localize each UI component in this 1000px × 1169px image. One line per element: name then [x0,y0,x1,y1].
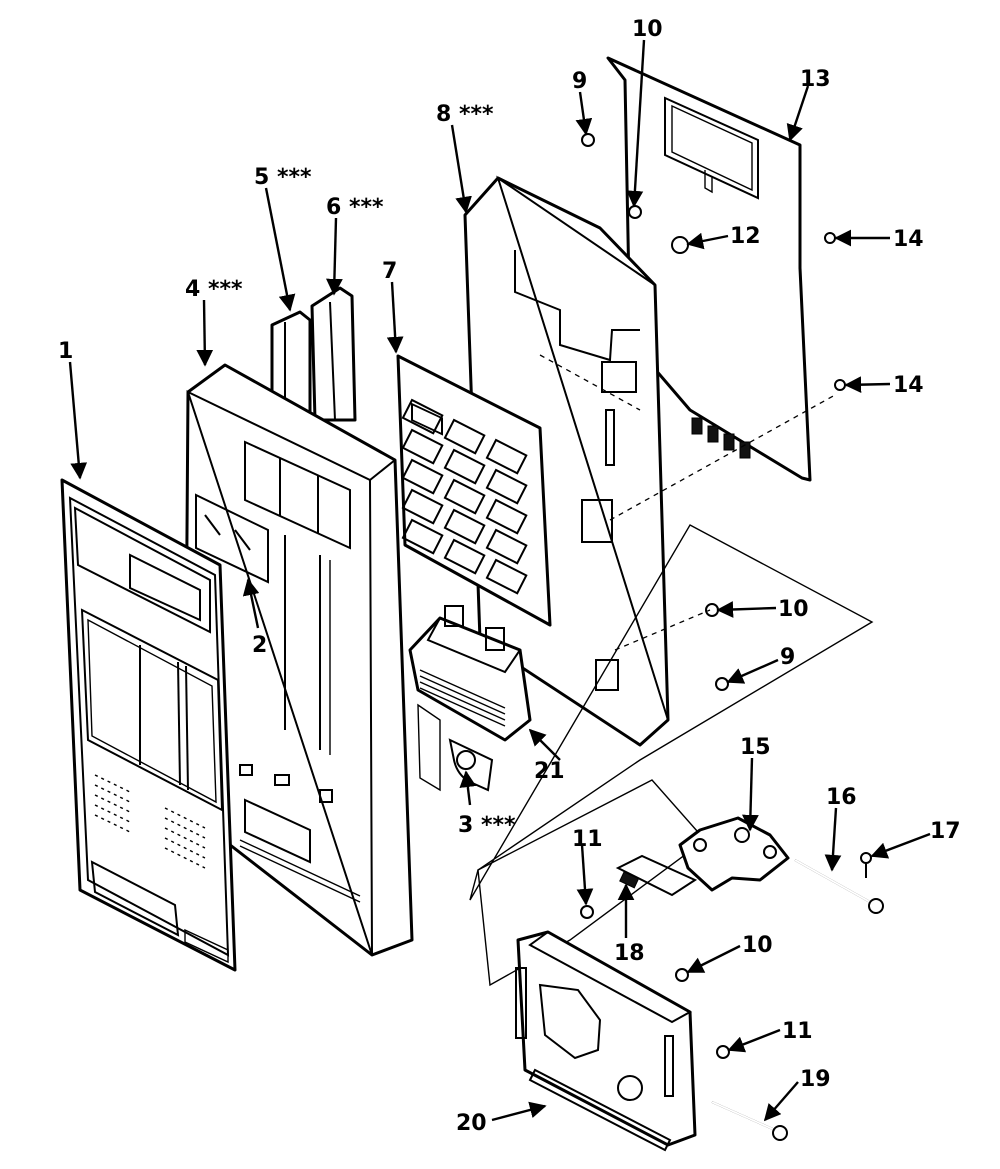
callout-3: 3 *** [458,813,516,838]
callout-2: 2 [252,633,267,658]
mounting-plate [469,524,874,987]
callout-13: 13 [800,67,831,92]
callout-8: 8 *** [436,102,494,127]
callout-1: 1 [58,339,73,364]
callout-17: 17 [930,819,961,844]
part-7-keypad [396,354,552,627]
front-panel-key-grid [94,774,206,869]
keypad-buttons [401,398,528,595]
part-16-rod [794,859,884,914]
callout-7: 7 [382,259,397,284]
callout-11-left: 11 [572,827,603,852]
part-4-panel-housing [183,363,414,957]
callout-11-right: 11 [782,1019,813,1044]
callout-21: 21 [534,759,565,784]
callout-20: 20 [456,1111,487,1136]
callout-4: 4 *** [185,277,243,302]
callout-9-right: 9 [780,645,795,670]
part-21-relay-block [408,605,532,742]
callout-19: 19 [800,1067,831,1092]
callout-18: 18 [614,941,645,966]
callout-10-top: 10 [632,17,663,42]
callout-15: 15 [740,735,771,760]
callout-10-middle: 10 [778,597,809,622]
callout-12: 12 [730,224,761,249]
callout-14-bottom: 14 [893,373,924,398]
leader-lines [68,39,931,1122]
callout-5: 5 *** [254,165,312,190]
callout-9-top: 9 [572,69,587,94]
part-1-front-panel [60,478,237,972]
part-19-screw [711,1101,788,1141]
part-15-bracket [678,816,790,892]
part-17-screw [860,852,872,878]
callout-16: 16 [826,785,857,810]
callout-6: 6 *** [326,195,384,220]
callout-10-bottom: 10 [742,933,773,958]
part-6-strip [310,286,357,422]
callout-labels: 1 2 3 *** 4 *** 5 *** 6 *** 7 8 *** 9 9 … [58,17,961,1136]
callout-14-top: 14 [893,227,924,252]
